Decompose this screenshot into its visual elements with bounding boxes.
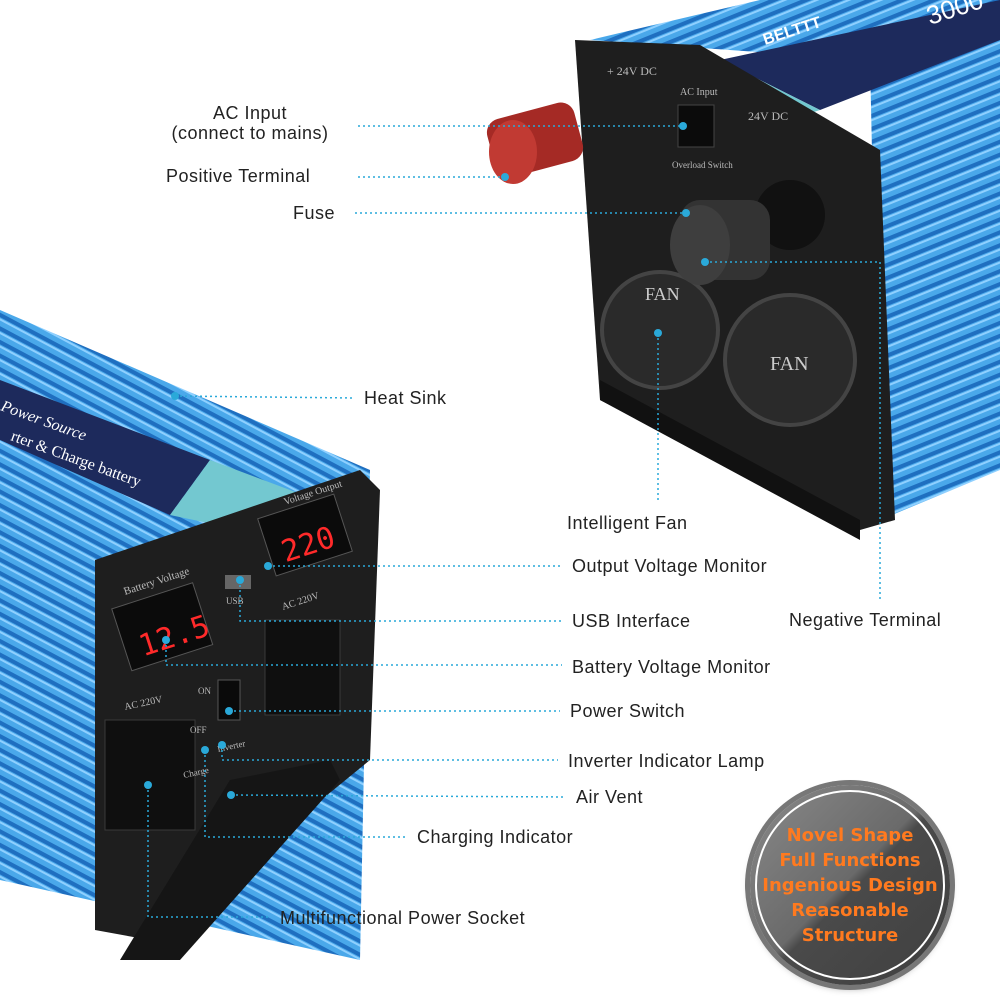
negative-terminal xyxy=(670,180,825,285)
callout-ac-input: AC Input (connect to mains) xyxy=(171,103,329,143)
badge-line: Reasonable xyxy=(791,899,909,921)
power-switch xyxy=(217,679,241,721)
callout-negative-terminal: Negative Terminal xyxy=(789,610,942,630)
usb-label: USB xyxy=(226,596,244,606)
callout-fuse: Fuse xyxy=(293,203,336,223)
callout-usb-interface: USB Interface xyxy=(572,611,691,631)
callout-power-switch: Power Switch xyxy=(570,701,686,721)
callout-lines xyxy=(147,125,881,918)
bottom-inverter-unit: Power Source rter & Charge battery 12.5 … xyxy=(0,310,380,960)
callout-air-vent: Air Vent xyxy=(576,787,644,807)
fan-label: FAN xyxy=(645,284,680,304)
switch-on-label: ON xyxy=(198,686,211,696)
callout-intelligent-fan: Intelligent Fan xyxy=(567,513,688,533)
badge-line: Structure xyxy=(801,924,899,946)
switch-off-label: OFF xyxy=(190,725,207,735)
badge-line: Novel Shape xyxy=(786,824,914,846)
panel-label: 24V DC xyxy=(748,109,788,123)
top-inverter-unit: BELTTT 3000 FAN FAN + 24V DC AC Input 24… xyxy=(486,0,1000,540)
callout-charging-indicator: Charging Indicator xyxy=(417,827,574,847)
positive-terminal xyxy=(486,102,584,184)
panel-label: AC Input xyxy=(680,87,718,98)
output-voltage-display xyxy=(257,493,353,577)
power-socket xyxy=(264,619,341,716)
power-socket xyxy=(104,719,196,831)
callout-dots xyxy=(144,122,709,799)
feature-badge: Novel Shape Full Functions Ingenious Des… xyxy=(750,785,950,985)
callout-output-voltage-monitor: Output Voltage Monitor xyxy=(572,556,768,576)
fan-label: FAN xyxy=(770,353,809,375)
callout-inverter-indicator-lamp: Inverter Indicator Lamp xyxy=(568,751,765,771)
badge-line: Full Functions xyxy=(779,849,921,871)
panel-label: + 24V DC xyxy=(607,64,657,78)
battery-voltage-display xyxy=(111,582,214,672)
callout-heat-sink: Heat Sink xyxy=(364,388,447,408)
callout-multifunctional-power-socket: Multifunctional Power Socket xyxy=(280,908,526,928)
callout-battery-voltage-monitor: Battery Voltage Monitor xyxy=(572,657,771,677)
panel-label: Overload Switch xyxy=(672,160,733,170)
badge-line: Ingenious Design xyxy=(762,874,938,896)
fan-icon xyxy=(723,293,857,427)
callout-positive-terminal: Positive Terminal xyxy=(166,166,311,186)
